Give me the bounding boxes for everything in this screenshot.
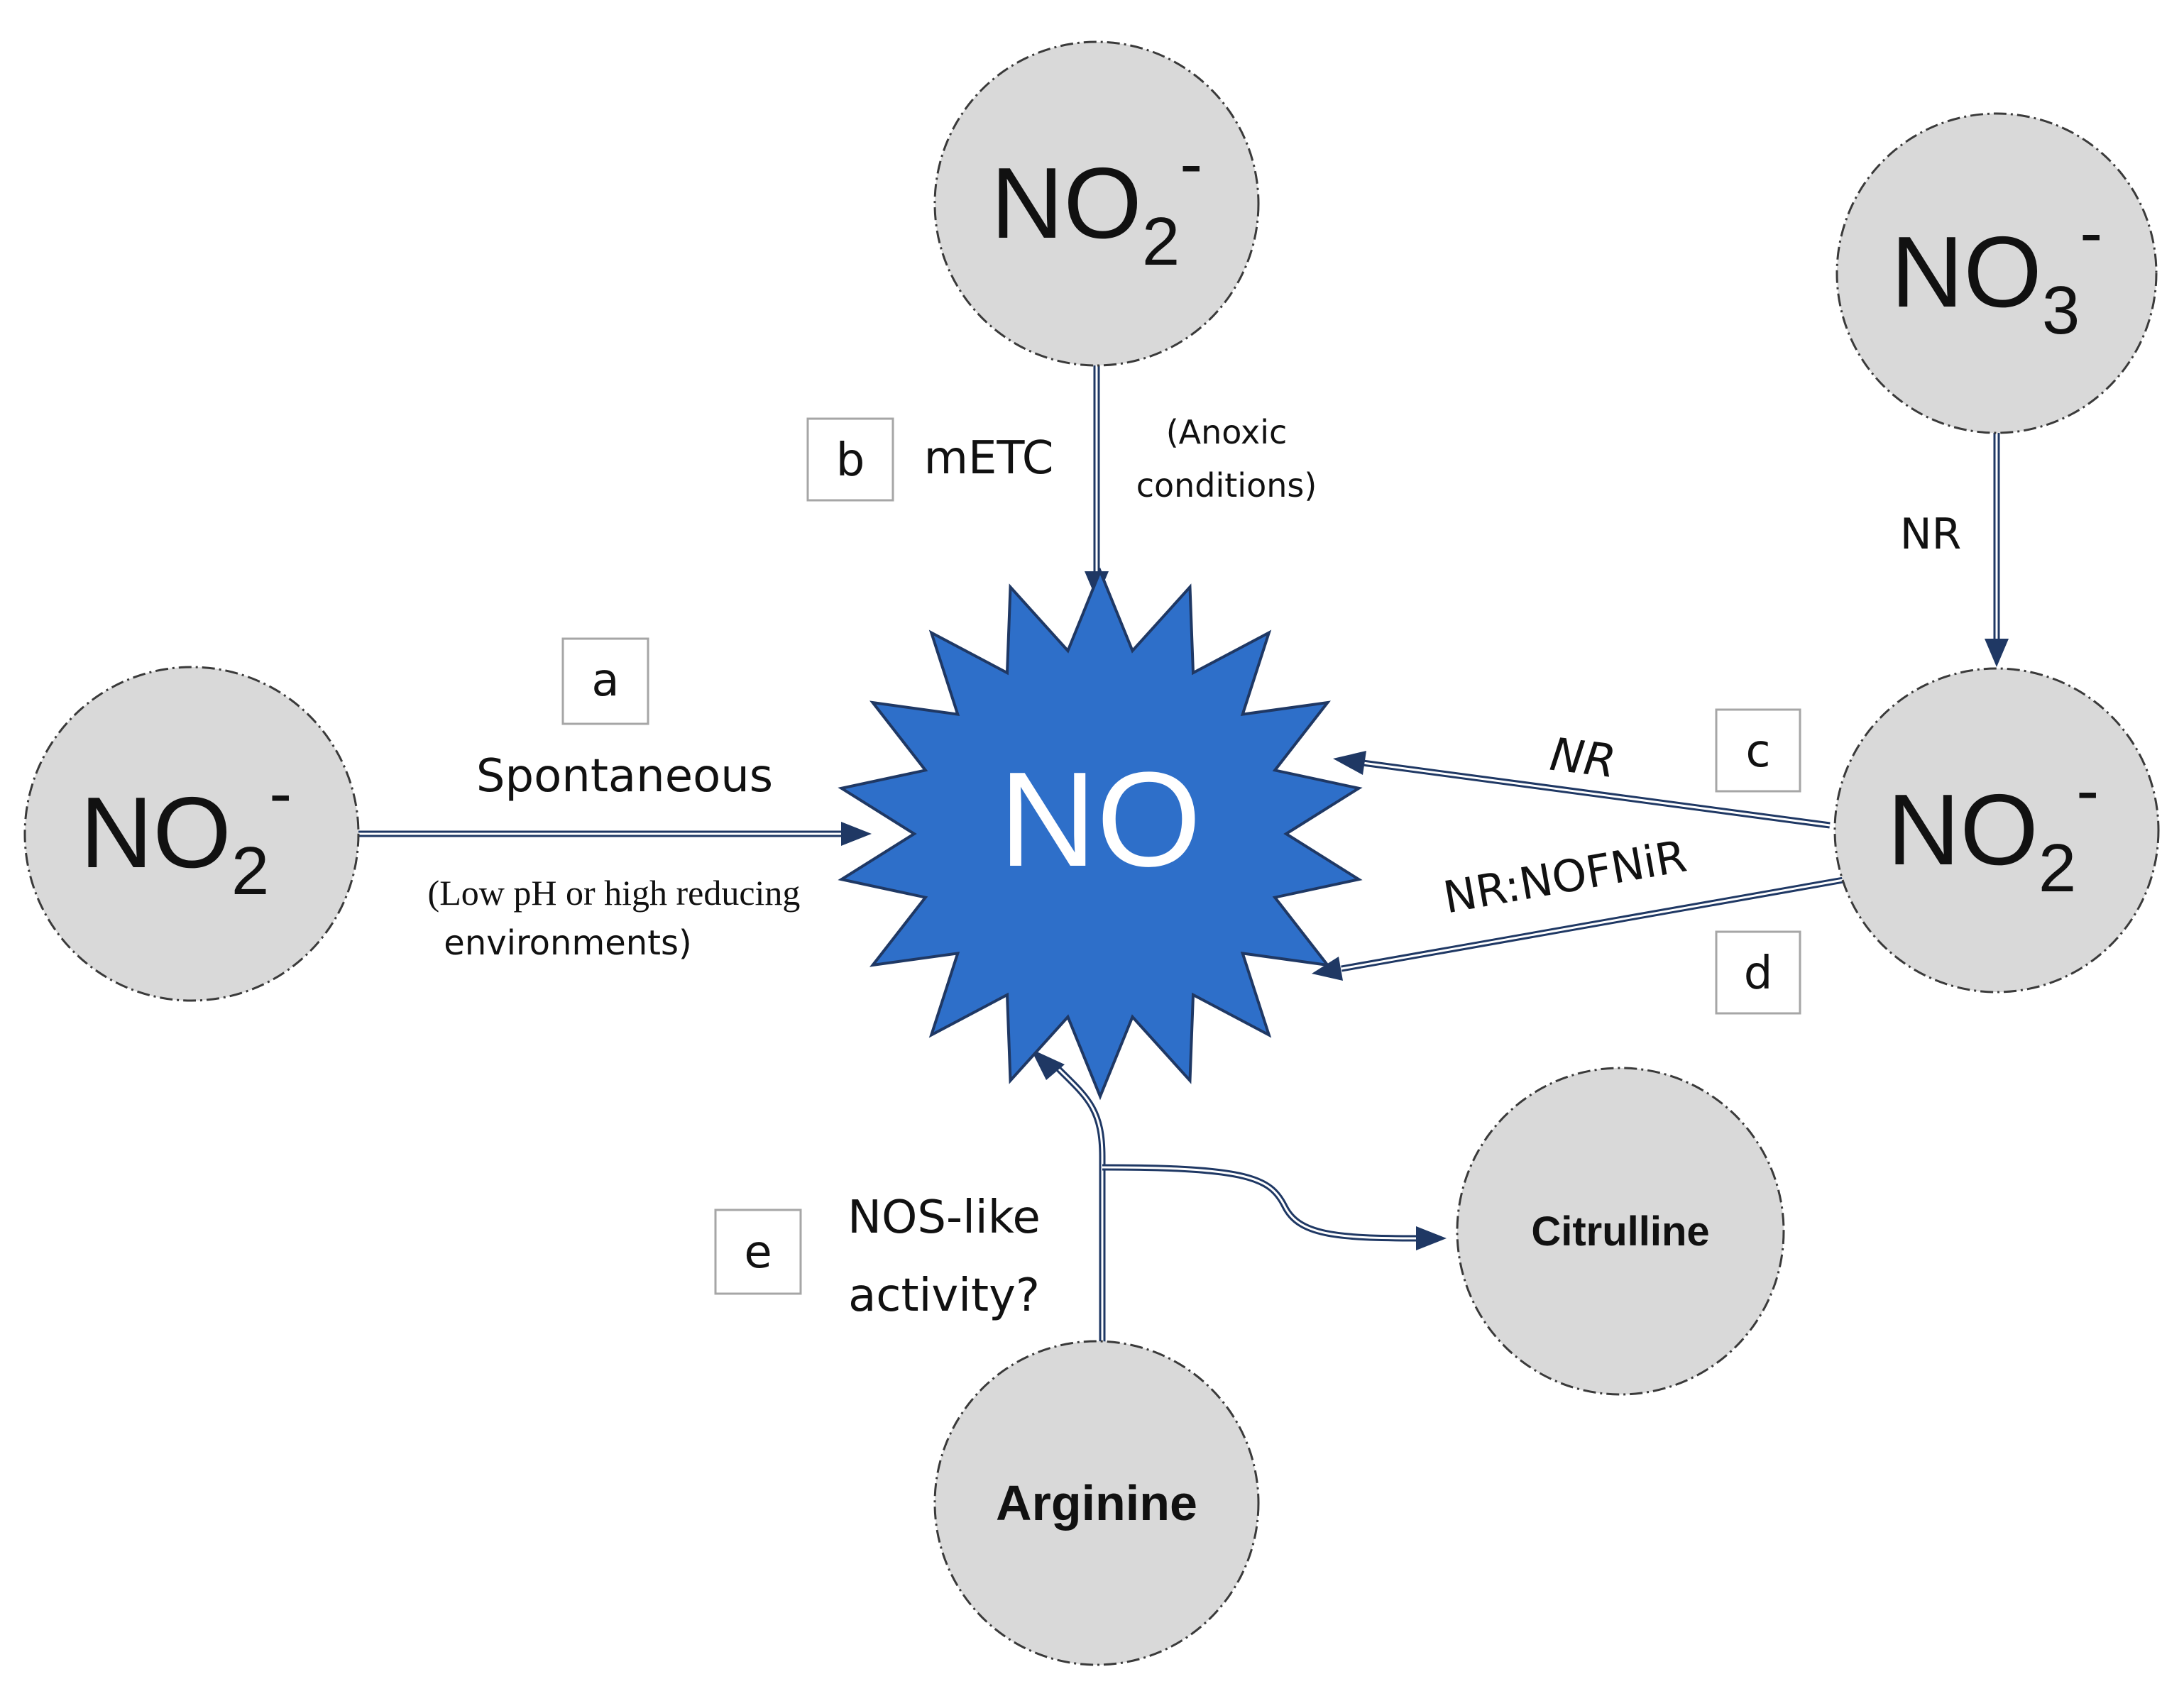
node-nitrite-right: NO2-	[1833, 667, 2160, 993]
label-activity: activity?	[848, 1270, 1040, 1322]
label-box-a: a	[561, 637, 649, 725]
svg-text:NO2-: NO2-	[80, 755, 292, 909]
formula-sup: -	[2076, 752, 2099, 828]
formula-sup: -	[1180, 126, 1202, 202]
label-nr-c: NR	[1547, 729, 1619, 789]
node-nitrite-left: NO2-	[23, 666, 360, 1002]
label-nr-nofnir: NR:NOFNiR	[1439, 830, 1690, 924]
arrow-d	[1312, 876, 1844, 981]
label-spontaneous: Spontaneous	[476, 750, 773, 803]
label-box-e: e	[714, 1209, 802, 1295]
svg-text:d: d	[1744, 947, 1773, 1000]
arrow-c	[1333, 751, 1831, 829]
label-box-c: c	[1715, 708, 1801, 793]
label-nos-like: NOS-like	[847, 1191, 1041, 1244]
formula-sub: 2	[231, 833, 269, 909]
label-box-b: b	[806, 417, 894, 502]
arrow-e	[1031, 1049, 1447, 1359]
node-nitric-oxide: NO	[838, 567, 1363, 1101]
note-a-line1: (Low pH or high reducing	[428, 873, 801, 913]
no-label: NO	[999, 744, 1202, 895]
label-metc: mETC	[924, 432, 1054, 485]
formula-sup: -	[2080, 194, 2102, 270]
svg-text:e: e	[744, 1226, 772, 1279]
note-a-line2: environments)	[444, 923, 691, 963]
note-b-line1: (Anoxic	[1166, 413, 1288, 451]
svg-text:NO3-: NO3-	[1891, 194, 2102, 348]
node-nitrite-top: NO2-	[933, 40, 1260, 367]
svg-text:c: c	[1745, 725, 1770, 778]
label-nr-top: NR	[1900, 510, 1962, 559]
formula-sub: 3	[2042, 273, 2080, 348]
formula-base: NO	[80, 776, 231, 889]
node-arginine: Arginine	[933, 1340, 1260, 1666]
svg-text:a: a	[591, 654, 619, 707]
formula-sup: -	[269, 755, 292, 831]
node-nitrate: NO3-	[1835, 112, 2158, 434]
arginine-label: Arginine	[996, 1475, 1197, 1531]
formula-base: NO	[1891, 216, 2042, 329]
node-citrulline: Citrulline	[1456, 1067, 1785, 1396]
arrow-a	[358, 822, 872, 846]
label-box-d: d	[1715, 930, 1801, 1015]
svg-text:NO2-: NO2-	[1887, 752, 2099, 906]
citrulline-label: Citrulline	[1531, 1209, 1709, 1255]
arrow-nr-top	[1985, 433, 2009, 667]
note-b-line2: conditions)	[1136, 466, 1317, 505]
formula-sub: 2	[2038, 830, 2076, 906]
formula-base: NO	[991, 147, 1142, 260]
svg-text:b: b	[836, 434, 865, 487]
formula-base: NO	[1887, 774, 2038, 886]
svg-text:NO2-: NO2-	[991, 126, 1202, 280]
no-starburst	[838, 567, 1363, 1101]
arrow-b	[1085, 365, 1109, 600]
formula-sub: 2	[1142, 204, 1180, 280]
